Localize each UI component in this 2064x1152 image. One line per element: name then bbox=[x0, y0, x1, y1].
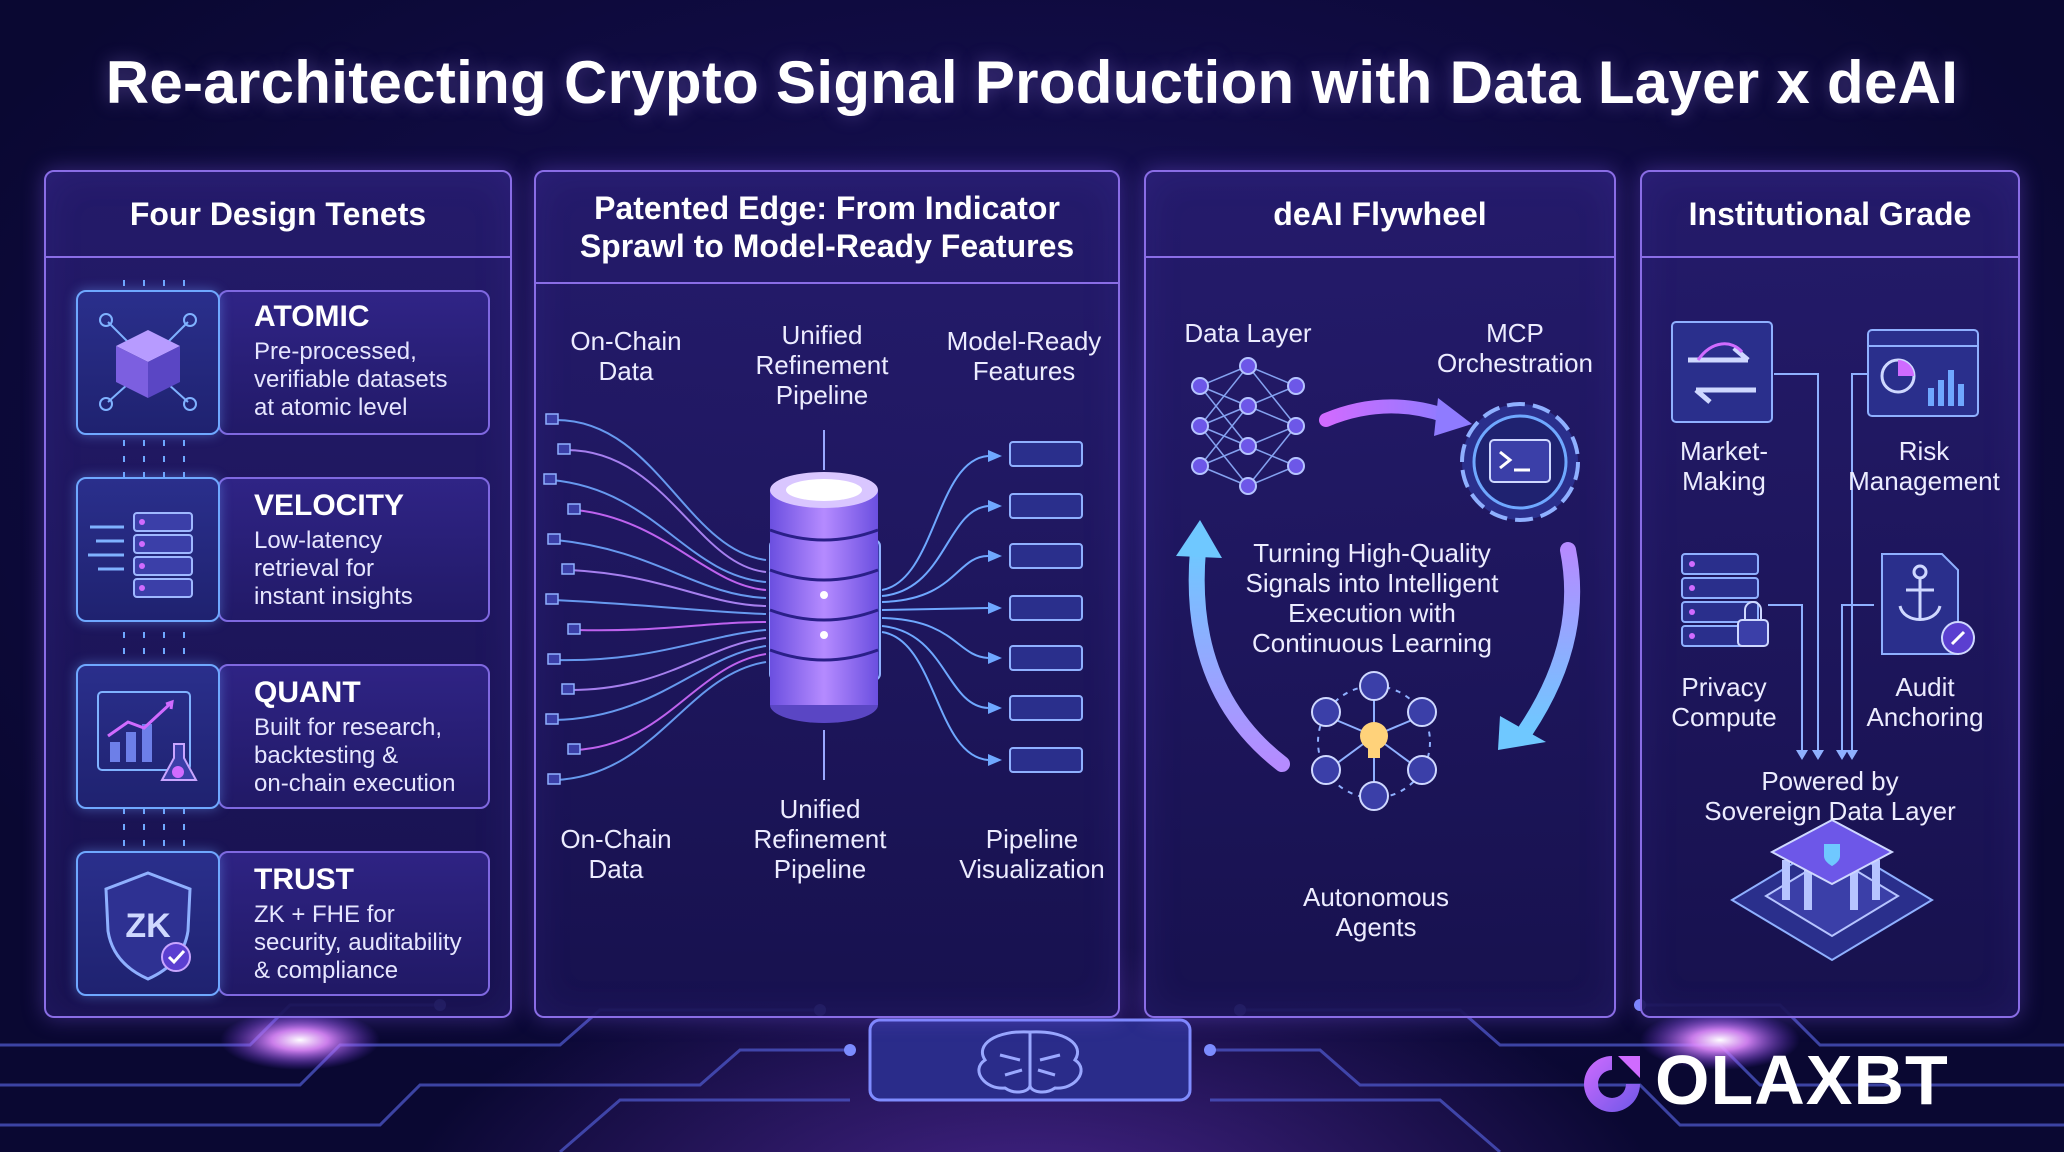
edge-top-label-line: Features bbox=[972, 356, 1076, 386]
tenet-desc-line: ZK + FHE for bbox=[254, 901, 395, 928]
tenet-desc-line: security, auditability bbox=[254, 929, 462, 956]
flywheel-center-line: Execution with bbox=[1288, 598, 1456, 628]
risk-dashboard-icon bbox=[1867, 329, 1979, 417]
tenet-desc-line: retrieval for bbox=[254, 555, 375, 582]
mcp-label-line: Orchestration bbox=[1436, 348, 1594, 378]
edge-top-label-line: Pipeline bbox=[775, 380, 869, 410]
flywheel-heading: deAI Flywheel bbox=[1146, 172, 1614, 258]
edge-bottom-label-line: Refinement bbox=[753, 824, 887, 854]
page-title: Re-architecting Crypto Signal Production… bbox=[105, 49, 1959, 116]
institution-label-line: Privacy bbox=[1681, 672, 1767, 702]
tenet-card-atomic: ATOMIC Pre-processed, verifiable dataset… bbox=[218, 290, 490, 435]
institutional-heading: Institutional Grade bbox=[1642, 172, 2018, 258]
edge-panel: Patented Edge: From Indicator Sprawl to … bbox=[534, 170, 1120, 1018]
institutional-graphic bbox=[1671, 321, 1979, 962]
anchor-document-icon bbox=[1881, 553, 1975, 655]
tenet-title: QUANT bbox=[254, 676, 361, 709]
institution-label-line: Making bbox=[1682, 466, 1766, 496]
edge-top-label-line: Unified bbox=[781, 320, 863, 350]
institution-label-line: Management bbox=[1848, 466, 2000, 496]
agents-label-line: Autonomous bbox=[1303, 882, 1449, 912]
secure-server-icon bbox=[1681, 553, 1769, 647]
institution-label-line: Market- bbox=[1679, 436, 1769, 466]
edge-top-label-line: Model-Ready bbox=[946, 326, 1102, 356]
tenet-desc-line: backtesting & bbox=[254, 742, 399, 769]
zk-shield-icon: ZK bbox=[76, 851, 220, 996]
server-speed-icon bbox=[76, 477, 220, 622]
edge-top-label-line: On-Chain bbox=[570, 326, 682, 356]
edge-bottom-label-line: Pipeline bbox=[985, 824, 1079, 854]
chart-flask-icon bbox=[76, 664, 220, 809]
tenet-desc-line: at atomic level bbox=[254, 394, 408, 421]
neural-network-icon bbox=[1199, 365, 1297, 487]
sovereign-temple-icon bbox=[1730, 818, 1934, 962]
institution-label-line: Compute bbox=[1671, 702, 1777, 732]
flywheel-center-line: Signals into Intelligent bbox=[1245, 568, 1499, 598]
olaxbt-logo-text: OLAXBT bbox=[1655, 1041, 1949, 1119]
brain-chip-icon bbox=[868, 1018, 1192, 1102]
tenet-card-trust: TRUST ZK + FHE for security, auditabilit… bbox=[218, 851, 490, 996]
edge-top-label-line: Refinement bbox=[755, 350, 889, 380]
tenet-title: VELOCITY bbox=[254, 489, 405, 522]
institution-label-line: Audit bbox=[1895, 672, 1955, 702]
edge-bottom-label-line: Data bbox=[588, 854, 644, 884]
flywheel-panel: deAI Flywheel bbox=[1144, 170, 1616, 1018]
refinement-pipeline-graphic bbox=[543, 413, 1083, 785]
powered-by-line: Powered by bbox=[1761, 766, 1899, 796]
market-making-icon bbox=[1671, 321, 1773, 423]
tenet-card-quant: QUANT Built for research, backtesting & … bbox=[218, 664, 490, 809]
tenet-desc-line: on-chain execution bbox=[254, 770, 456, 797]
data-layer-label: Data Layer bbox=[1184, 318, 1312, 348]
olaxbt-logo-icon bbox=[1584, 1056, 1640, 1112]
tenet-desc-line: Pre-processed, bbox=[254, 338, 417, 365]
tenet-card-velocity: VELOCITY Low-latency retrieval for insta… bbox=[218, 477, 490, 622]
edge-top-label-line: Data bbox=[598, 356, 654, 386]
edge-heading-line: Patented Edge: From Indicator bbox=[594, 190, 1060, 226]
tenet-desc-line: Low-latency bbox=[254, 527, 383, 554]
flywheel-center-line: Continuous Learning bbox=[1252, 628, 1492, 658]
tenet-desc-line: & compliance bbox=[254, 957, 399, 984]
tenet-desc-line: verifiable datasets bbox=[254, 366, 448, 393]
edge-bottom-label-line: On-Chain bbox=[560, 824, 672, 854]
edge-heading-line: Sprawl to Model-Ready Features bbox=[579, 228, 1075, 264]
powered-by-line: Sovereign Data Layer bbox=[1704, 796, 1956, 826]
edge-heading: Patented Edge: From Indicator Sprawl to … bbox=[536, 172, 1118, 284]
tenet-desc-line: Built for research, bbox=[254, 714, 443, 741]
flywheel-center-line: Turning High-Quality bbox=[1253, 538, 1491, 568]
edge-bottom-label-line: Visualization bbox=[959, 854, 1105, 884]
tenet-title: ATOMIC bbox=[254, 300, 370, 333]
zk-badge: ZK bbox=[125, 907, 171, 945]
tenet-desc-line: instant insights bbox=[254, 583, 413, 610]
edge-bottom-label-line: Pipeline bbox=[773, 854, 867, 884]
agents-label-line: Agents bbox=[1335, 912, 1417, 942]
tenets-heading: Four Design Tenets bbox=[46, 172, 510, 258]
institution-label-line: Risk bbox=[1898, 436, 1950, 466]
institution-label-line: Anchoring bbox=[1866, 702, 1984, 732]
agents-network-icon bbox=[1311, 671, 1437, 811]
tenet-title: TRUST bbox=[254, 863, 354, 896]
edge-bottom-label-line: Unified bbox=[779, 794, 861, 824]
flywheel-graphic bbox=[1176, 357, 1581, 811]
mcp-label-line: MCP bbox=[1486, 318, 1544, 348]
terminal-gear-icon bbox=[1460, 402, 1580, 522]
cube-icon bbox=[76, 290, 220, 435]
